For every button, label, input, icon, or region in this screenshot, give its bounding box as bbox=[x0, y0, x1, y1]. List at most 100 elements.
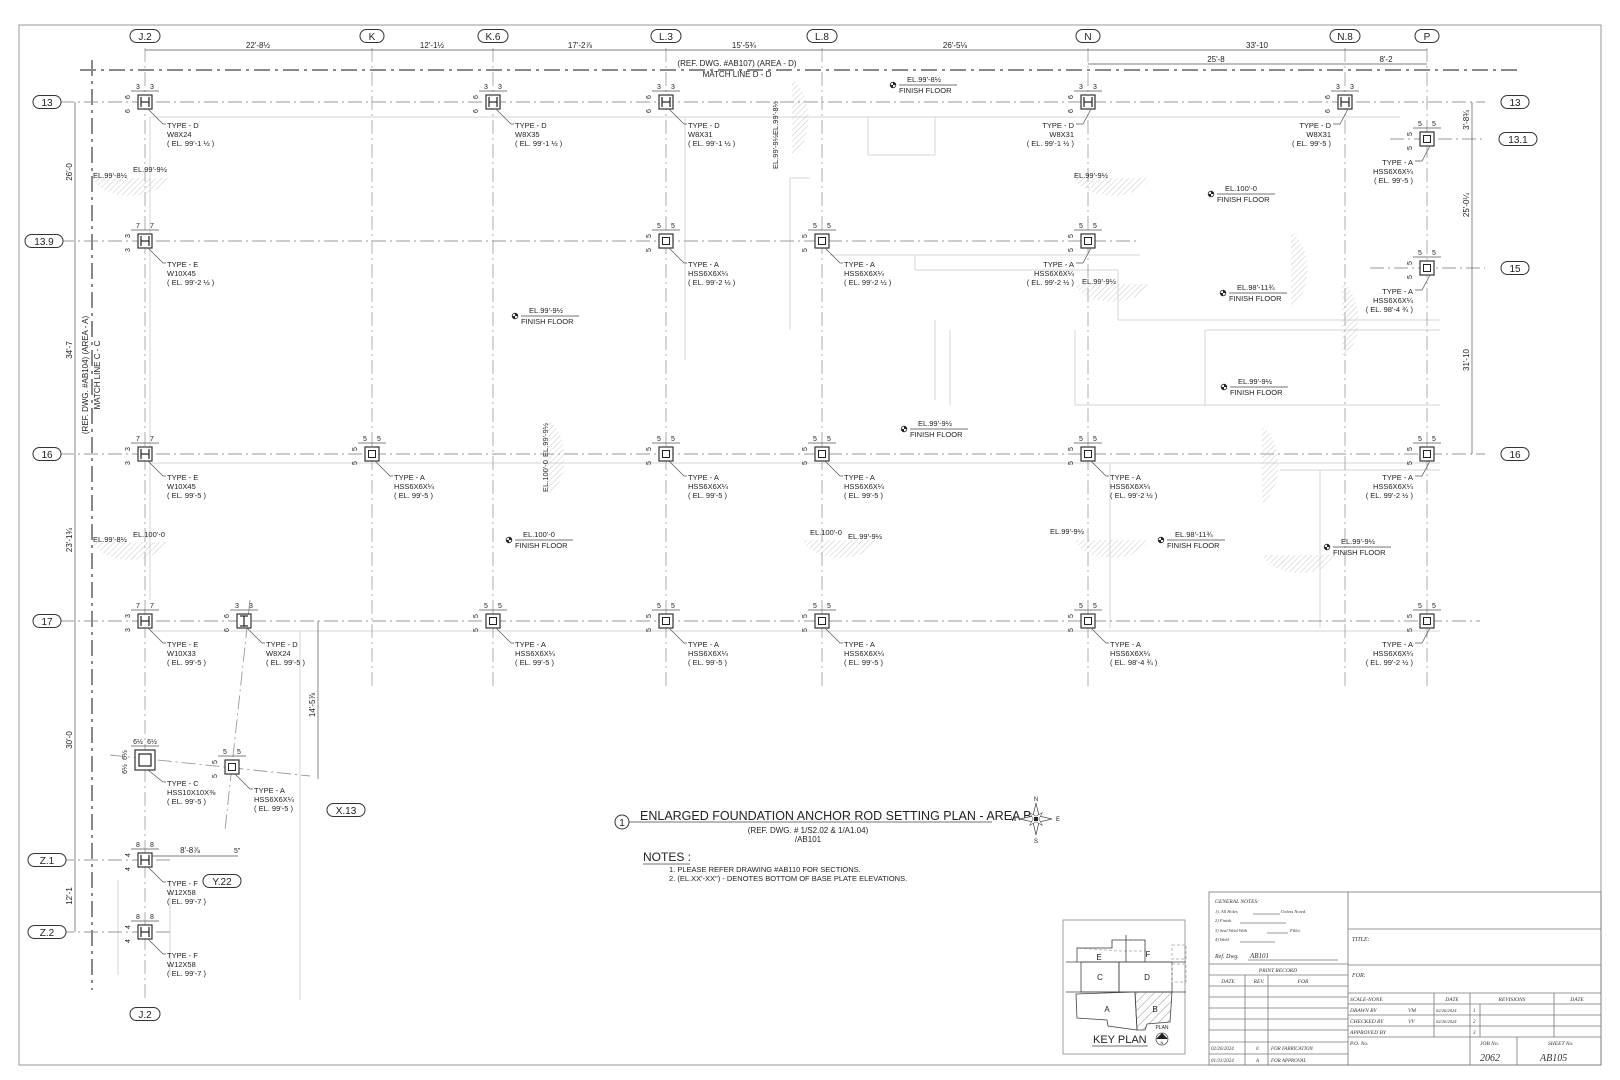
svg-text:5: 5 bbox=[657, 603, 661, 610]
svg-text:5: 5 bbox=[1407, 628, 1414, 632]
grid-bubble-N: N bbox=[1075, 29, 1101, 43]
svg-text:5: 5 bbox=[657, 223, 661, 230]
svg-text:5: 5 bbox=[377, 436, 381, 443]
svg-text:5: 5 bbox=[1068, 234, 1075, 238]
column-size: W10X45 bbox=[167, 269, 196, 278]
svg-text:3: 3 bbox=[1336, 84, 1340, 91]
svg-text:6: 6 bbox=[1325, 109, 1332, 113]
svg-text:5: 5 bbox=[827, 603, 831, 610]
svg-text:EL.98'-11¾: EL.98'-11¾ bbox=[1237, 283, 1275, 292]
svg-text:APPROVED BY: APPROVED BY bbox=[1349, 1030, 1387, 1036]
svg-text:6½: 6½ bbox=[133, 738, 143, 746]
svg-text:5: 5 bbox=[1418, 603, 1422, 610]
grid-bubble-P: P bbox=[1414, 29, 1440, 43]
key-plan-title: KEY PLAN bbox=[1093, 1034, 1147, 1046]
svg-text:5: 5 bbox=[1068, 447, 1075, 451]
svg-text:14'-5⅞: 14'-5⅞ bbox=[308, 693, 317, 718]
column-size: HSS6X6X¼ bbox=[1034, 269, 1075, 278]
column-size: HSS6X6X¼ bbox=[688, 649, 729, 658]
column-elevation: ( EL. 99'-1 ½ ) bbox=[1027, 139, 1075, 148]
svg-text:5: 5 bbox=[1407, 461, 1414, 465]
svg-text:FINISH FLOOR: FINISH FLOOR bbox=[1229, 294, 1282, 303]
grid-bubble-L.3: L.3 bbox=[650, 29, 682, 43]
grid-bubble-Z.2: Z.2 bbox=[27, 925, 67, 939]
svg-text:3: 3 bbox=[249, 603, 253, 610]
svg-text:6: 6 bbox=[224, 628, 231, 632]
svg-text:6½: 6½ bbox=[147, 738, 157, 746]
svg-text:3: 3 bbox=[150, 84, 154, 91]
column-size: HSS6X6X¼ bbox=[844, 649, 885, 658]
column-type: TYPE - A bbox=[1110, 473, 1141, 482]
column-elevation: ( EL. 99'-2 ½ ) bbox=[1366, 491, 1414, 500]
svg-text:16: 16 bbox=[1509, 450, 1521, 461]
step-elevation: EL.99'-8½ bbox=[93, 171, 128, 180]
svg-text:EL.99'-9½: EL.99'-9½ bbox=[529, 306, 564, 315]
svg-text:4: 4 bbox=[125, 867, 132, 871]
dimension-label: 12'-1½ bbox=[420, 41, 445, 50]
svg-text:8'-8⅞: 8'-8⅞ bbox=[180, 846, 200, 855]
print-row-2-date: 01/31/2024 bbox=[1211, 1059, 1234, 1064]
ref-dwg-value: AB101 bbox=[1249, 952, 1269, 960]
grid-bubble-16: 16 bbox=[32, 447, 62, 461]
svg-text:5: 5 bbox=[646, 234, 653, 238]
svg-text:5: 5 bbox=[671, 223, 675, 230]
grid-bubble-13.9: 13.9 bbox=[24, 234, 64, 248]
svg-text:4: 4 bbox=[125, 853, 132, 857]
svg-text:DATE: DATE bbox=[1569, 997, 1584, 1003]
svg-text:6: 6 bbox=[646, 95, 653, 99]
svg-text:6: 6 bbox=[473, 109, 480, 113]
column-elevation: ( EL. 99'-5 ) bbox=[1292, 139, 1331, 148]
svg-text:5: 5 bbox=[352, 461, 359, 465]
dimension-label: 25'-8 bbox=[1207, 55, 1225, 64]
grid-bubble-15: 15 bbox=[1500, 261, 1530, 275]
svg-text:4) Weld: 4) Weld bbox=[1215, 937, 1229, 942]
svg-text:8: 8 bbox=[150, 914, 154, 921]
step-elevation: EL.99'-9½ bbox=[541, 422, 550, 457]
svg-text:REVISIONS: REVISIONS bbox=[1498, 997, 1526, 1003]
svg-text:5: 5 bbox=[237, 749, 241, 756]
column-elevation: ( EL. 99'-5 ) bbox=[1374, 176, 1413, 185]
svg-text:FOR:: FOR: bbox=[1351, 973, 1366, 979]
svg-text:6: 6 bbox=[473, 95, 480, 99]
svg-text:13: 13 bbox=[1509, 98, 1521, 109]
svg-text:FINISH FLOOR: FINISH FLOOR bbox=[899, 86, 952, 95]
svg-text:FINISH FLOOR: FINISH FLOOR bbox=[1167, 541, 1220, 550]
svg-text:5: 5 bbox=[1432, 436, 1436, 443]
step-elevation: EL.99'-9½ bbox=[848, 532, 883, 541]
dimension-label: 8'-2 bbox=[1379, 55, 1393, 64]
column-size: HSS6X6X¼ bbox=[515, 649, 556, 658]
building-outline bbox=[117, 116, 1440, 1000]
column-elevation: ( EL. 99'-7 ) bbox=[167, 969, 206, 978]
checked-by: VV bbox=[1408, 1019, 1415, 1025]
column-elevation: ( EL. 99'-5 ) bbox=[167, 797, 206, 806]
column-type: TYPE - A bbox=[1382, 287, 1413, 296]
column-type: TYPE - A bbox=[1382, 640, 1413, 649]
note-2: 2. (EL.XX'-XX") - DENOTES BOTTOM OF BASE… bbox=[669, 874, 907, 883]
svg-text:FOR FABRICATION: FOR FABRICATION bbox=[1270, 1047, 1313, 1052]
svg-text:5: 5 bbox=[671, 436, 675, 443]
svg-text:5: 5 bbox=[802, 628, 809, 632]
svg-text:15: 15 bbox=[1509, 264, 1521, 275]
svg-text:7: 7 bbox=[136, 436, 140, 443]
column-type: TYPE - C bbox=[167, 779, 199, 788]
column-size: HSS6X6X¼ bbox=[1373, 482, 1414, 491]
svg-text:FINISH FLOOR: FINISH FLOOR bbox=[1217, 195, 1270, 204]
svg-text:5: 5 bbox=[473, 628, 480, 632]
column-size: W8X31 bbox=[1306, 130, 1331, 139]
